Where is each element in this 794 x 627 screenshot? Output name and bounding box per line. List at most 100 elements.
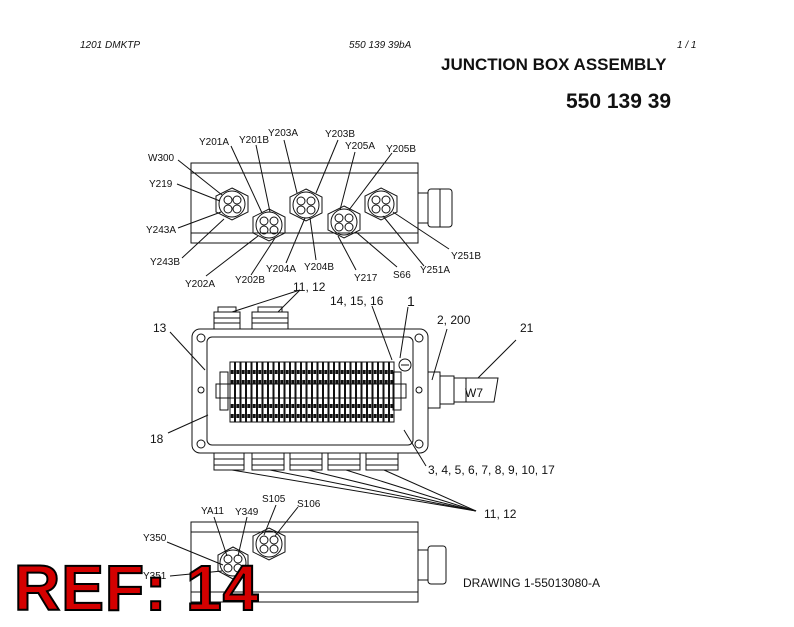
terminal-screw bbox=[390, 380, 394, 384]
terminal-screw bbox=[291, 404, 295, 408]
terminal-screw bbox=[368, 380, 372, 384]
terminal-screw bbox=[318, 414, 322, 418]
terminal-screw bbox=[390, 414, 394, 418]
terminal-block bbox=[246, 361, 252, 423]
terminal-screw bbox=[390, 370, 394, 374]
terminal-screw bbox=[236, 404, 240, 408]
label-s66: S66 bbox=[393, 270, 411, 281]
terminal-block bbox=[383, 361, 389, 423]
terminal-screw bbox=[258, 370, 262, 374]
terminal-screw bbox=[230, 370, 234, 374]
terminal-block bbox=[290, 361, 296, 423]
terminal-screw bbox=[324, 414, 328, 418]
terminal-block bbox=[334, 361, 340, 423]
terminal-screw bbox=[362, 370, 366, 374]
terminal-screw bbox=[340, 370, 344, 374]
terminal-screw bbox=[368, 370, 372, 374]
terminal-screw bbox=[379, 380, 383, 384]
label-y205b: Y205B bbox=[386, 144, 416, 155]
terminal-screw bbox=[313, 404, 317, 408]
terminal-screw bbox=[280, 414, 284, 418]
terminal-screw bbox=[351, 404, 355, 408]
callout-2-200: 2, 200 bbox=[437, 313, 471, 327]
terminal-screw bbox=[269, 380, 273, 384]
terminal-screw bbox=[351, 380, 355, 384]
terminal-screw bbox=[269, 414, 273, 418]
terminal-screw bbox=[296, 414, 300, 418]
bottom-view bbox=[166, 504, 447, 603]
terminal-screw bbox=[335, 380, 339, 384]
label-s105: S105 bbox=[262, 494, 286, 505]
label-w300: W300 bbox=[148, 153, 175, 164]
label-y202a: Y202A bbox=[185, 279, 215, 290]
gland-4 bbox=[327, 205, 361, 239]
terminal-screw bbox=[252, 414, 256, 418]
terminal-screw bbox=[263, 370, 267, 374]
label-y204b: Y204B bbox=[304, 262, 334, 273]
label-y203a: Y203A bbox=[268, 128, 298, 139]
terminal-block bbox=[361, 361, 367, 423]
terminal-screw bbox=[373, 380, 377, 384]
terminal-screw bbox=[230, 404, 234, 408]
terminal-screw bbox=[247, 404, 251, 408]
terminal-screw bbox=[357, 404, 361, 408]
label-y201a: Y201A bbox=[199, 137, 229, 148]
terminal-screw bbox=[335, 404, 339, 408]
top-view bbox=[176, 139, 453, 277]
terminal-block bbox=[251, 361, 257, 423]
terminal-block bbox=[268, 361, 274, 423]
terminal-screw bbox=[362, 414, 366, 418]
page-title: JUNCTION BOX ASSEMBLY bbox=[441, 55, 667, 74]
terminal-screw bbox=[318, 370, 322, 374]
terminal-screw bbox=[313, 370, 317, 374]
gland-3 bbox=[289, 188, 323, 222]
gland-7 bbox=[252, 527, 286, 561]
label-y251b: Y251B bbox=[451, 251, 481, 262]
terminal-screw bbox=[351, 414, 355, 418]
terminal-screw bbox=[340, 414, 344, 418]
terminal-block bbox=[328, 361, 334, 423]
terminal-screw bbox=[335, 370, 339, 374]
terminal-screw bbox=[285, 370, 289, 374]
terminal-screw bbox=[313, 414, 317, 418]
label-y217: Y217 bbox=[354, 273, 378, 284]
terminal-block bbox=[235, 361, 241, 423]
terminal-screw bbox=[291, 380, 295, 384]
callout-1: 1 bbox=[407, 293, 415, 309]
terminal-screw bbox=[285, 404, 289, 408]
terminal-screw bbox=[357, 380, 361, 384]
terminal-screw bbox=[258, 380, 262, 384]
terminal-screw bbox=[307, 380, 311, 384]
terminal-screw bbox=[247, 370, 251, 374]
callout-11-12-bottom: 11, 12 bbox=[484, 507, 517, 521]
terminal-block bbox=[306, 361, 312, 423]
terminal-screw bbox=[247, 414, 251, 418]
terminal-screw bbox=[362, 404, 366, 408]
terminal-screw bbox=[236, 370, 240, 374]
terminal-screw bbox=[384, 414, 388, 418]
terminal-screw bbox=[236, 380, 240, 384]
terminal-screw bbox=[269, 370, 273, 374]
terminal-screw bbox=[269, 404, 273, 408]
terminal-screw bbox=[274, 404, 278, 408]
terminal-screw bbox=[296, 370, 300, 374]
terminal-block bbox=[273, 361, 279, 423]
ref-stamp: REF: 14 bbox=[13, 552, 260, 624]
terminal-screw bbox=[247, 380, 251, 384]
terminal-screw bbox=[329, 370, 333, 374]
terminal-screw bbox=[357, 414, 361, 418]
terminal-screw bbox=[280, 404, 284, 408]
terminal-screw bbox=[258, 404, 262, 408]
terminal-screw bbox=[302, 370, 306, 374]
terminal-screw bbox=[274, 414, 278, 418]
terminal-block bbox=[257, 361, 263, 423]
label-y251a: Y251A bbox=[420, 265, 450, 276]
terminal-screw bbox=[296, 404, 300, 408]
terminal-block bbox=[317, 361, 323, 423]
label-y351: Y351 bbox=[143, 571, 167, 582]
terminal-screw bbox=[384, 370, 388, 374]
terminal-screw bbox=[362, 380, 366, 384]
terminal-screw bbox=[263, 414, 267, 418]
terminal-screw bbox=[318, 380, 322, 384]
